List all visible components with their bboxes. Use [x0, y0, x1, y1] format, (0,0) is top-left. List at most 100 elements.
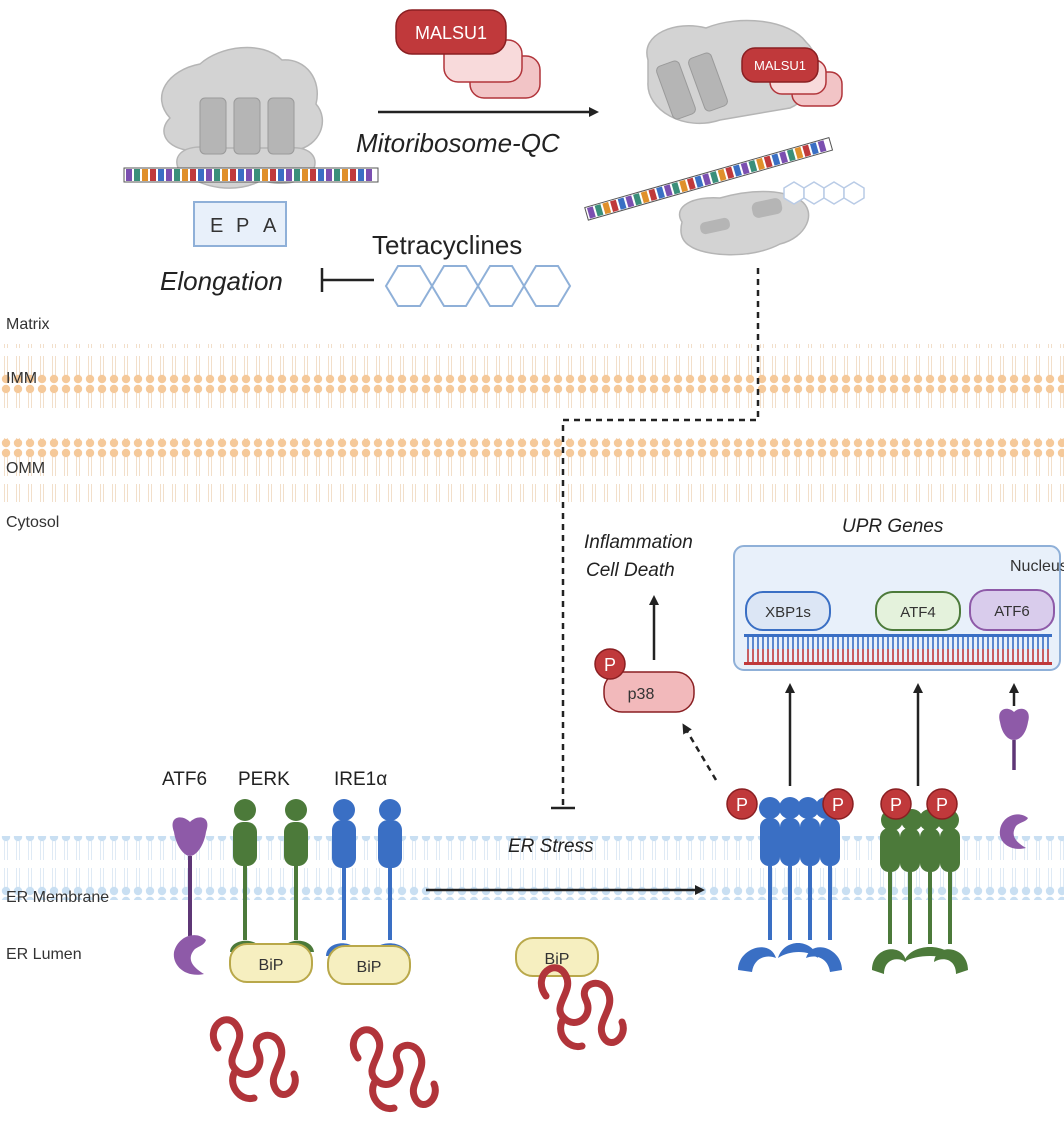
nucleotide-mark	[326, 169, 332, 181]
nucleotide-mark	[174, 169, 180, 181]
site-p-label: P	[236, 215, 249, 237]
nucleotide-mark	[586, 206, 596, 219]
phospho-perk-left-label: P	[890, 795, 902, 815]
nucleus-label: Nucleus	[1010, 558, 1064, 575]
mitoribosome-qc-label: Mitoribosome-QC	[356, 128, 560, 158]
phospho-ire1-right	[822, 788, 854, 820]
er-stress-label: ER Stress	[508, 836, 594, 857]
nucleotide-mark	[278, 169, 284, 181]
atf6-factor-label: ATF6	[994, 603, 1030, 620]
nucleotide-mark	[610, 199, 619, 212]
nucleotide-mark	[350, 169, 356, 181]
nucleotide-mark	[262, 169, 268, 181]
nucleotide-mark	[717, 168, 727, 182]
nucleotide-mark	[763, 155, 773, 168]
nucleotide-mark	[663, 184, 673, 197]
malsu1-badge	[395, 9, 507, 55]
nucleotide-mark	[358, 169, 364, 181]
nucleotide-mark	[809, 142, 819, 155]
nucleotide-mark	[648, 188, 658, 201]
nucleotide-mark	[633, 193, 642, 206]
cell-death-label: Cell Death	[586, 560, 675, 581]
nucleotide-mark	[222, 169, 228, 181]
nucleotide-mark	[166, 169, 172, 181]
er-membrane-label: ER Membrane	[6, 889, 109, 906]
nucleotide-mark	[656, 186, 665, 199]
atf4-label: ATF4	[900, 604, 936, 621]
nucleotide-mark	[366, 169, 372, 181]
atf6-sensor-label: ATF6	[162, 769, 207, 790]
dna-double-strand	[744, 634, 1052, 665]
nucleotide-mark	[725, 166, 735, 179]
nucleotide-mark	[182, 169, 188, 181]
tetracycline-molecule-icon	[384, 265, 572, 307]
nucleotide-mark	[126, 169, 132, 181]
ire1-to-p38-arrow	[682, 723, 718, 781]
inflammation-label: Inflammation	[584, 532, 693, 553]
malsu1-complex-free: MALSU1	[395, 9, 541, 99]
nucleotide-mark	[640, 190, 650, 204]
nucleotide-mark	[302, 169, 308, 181]
nucleotide-mark	[748, 160, 758, 173]
er-lumen-label: ER Lumen	[6, 946, 82, 963]
imm-membrane	[0, 344, 1064, 408]
nucleotide-mark	[740, 162, 750, 175]
omm-label: OMM	[6, 460, 45, 477]
nucleotide-mark	[756, 157, 765, 171]
retrograde-signal-path	[561, 268, 760, 805]
nucleotide-mark	[206, 169, 212, 181]
malsu1-bound-label: MALSU1	[754, 58, 806, 73]
p38-kinase	[603, 671, 695, 713]
site-a-label: A	[263, 215, 277, 237]
tetracyclines-label: Tetracyclines	[372, 230, 522, 260]
nucleotide-mark	[246, 169, 252, 181]
malsu1-label: MALSU1	[415, 23, 487, 43]
nucleotide-mark	[694, 175, 704, 188]
mitoribosome-elongating: E P A	[123, 46, 379, 247]
bip-chaperone-ire1a	[327, 945, 411, 985]
misfolded-protein-1-icon	[213, 1020, 295, 1099]
nucleotide-mark	[709, 171, 719, 184]
nucleotide-mark	[270, 169, 276, 181]
nucleotide-mark	[334, 169, 340, 181]
phospho-ire1-left-label: P	[736, 795, 748, 815]
ire1a-sensor-label: IRE1α	[334, 769, 387, 790]
nucleotide-mark	[771, 153, 781, 166]
nucleotide-mark	[342, 169, 348, 181]
phospho-p38-label: P	[604, 655, 616, 675]
bip-chaperone-perk	[229, 943, 313, 983]
nucleotide-mark	[254, 169, 260, 181]
mitoribosome-split: MALSU1	[584, 19, 865, 256]
nucleotide-mark	[702, 173, 712, 186]
nucleotide-mark	[230, 169, 236, 181]
phospho-p38	[594, 648, 626, 680]
nucleotide-mark	[671, 182, 681, 195]
nucleotide-mark	[786, 149, 796, 162]
site-e-label: E	[210, 215, 223, 237]
imm-label: IMM	[6, 370, 37, 387]
misfolded-protein-3-icon	[541, 968, 623, 1047]
atf6-sensor	[172, 817, 208, 975]
epa-box	[193, 201, 287, 247]
nucleotide-mark	[134, 169, 140, 181]
nucleotide-mark	[214, 169, 220, 181]
nucleotide-mark	[817, 140, 827, 153]
omm-membrane	[0, 438, 1064, 502]
phospho-perk-right-label: P	[936, 795, 948, 815]
nucleotide-mark	[318, 169, 324, 181]
perk-sensor	[230, 799, 314, 952]
nucleotide-mark	[310, 169, 316, 181]
nucleotide-mark	[294, 169, 300, 181]
nucleotide-mark	[142, 169, 148, 181]
phospho-ire1-right-label: P	[832, 795, 844, 815]
nucleotide-mark	[802, 144, 812, 157]
perk-sensor-label: PERK	[238, 769, 290, 790]
nucleotide-mark	[286, 169, 292, 181]
phospho-perk-left	[880, 788, 912, 820]
nucleotide-mark	[150, 169, 156, 181]
phospho-perk-right	[926, 788, 958, 820]
bip-label-ire1a: BiP	[357, 959, 382, 976]
nucleotide-mark	[602, 201, 612, 215]
upr-genes-label: UPR Genes	[842, 516, 944, 537]
nucleotide-mark	[686, 177, 696, 190]
